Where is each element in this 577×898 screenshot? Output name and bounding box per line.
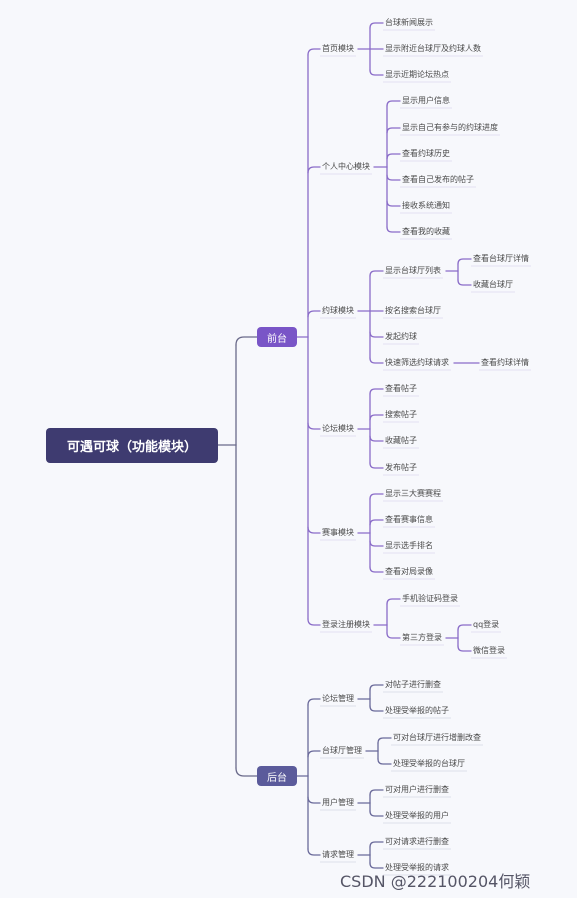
leaf-nearby-halls[interactable]: 显示附近台球厅及约球人数 <box>385 44 481 53</box>
leaf-event-info[interactable]: 查看赛事信息 <box>385 515 433 524</box>
leaf-sms-login[interactable]: 手机验证码登录 <box>402 594 458 603</box>
connector-24 <box>386 127 401 134</box>
connector-87 <box>369 810 384 817</box>
leaf-search-posts[interactable]: 搜索帖子 <box>385 410 417 419</box>
leaf-forum-hot[interactable]: 显示近期论坛热点 <box>385 70 449 79</box>
connector-39 <box>457 258 472 265</box>
front-node[interactable]: 前台 <box>257 327 297 347</box>
leaf-match-history[interactable]: 查看约球历史 <box>402 149 450 158</box>
connector-52 <box>369 493 384 500</box>
connector-34 <box>369 331 384 338</box>
leaf-replays[interactable]: 查看对局录像 <box>385 567 433 576</box>
leaf-reported-posts[interactable]: 处理受举报的帖子 <box>385 706 449 715</box>
leaf-my-posts[interactable]: 查看自己发布的帖子 <box>402 175 474 184</box>
connector-92 <box>369 862 384 869</box>
connector-46 <box>369 414 384 421</box>
connector-35 <box>369 357 384 364</box>
connector-77 <box>369 705 384 712</box>
connector-19 <box>369 69 384 76</box>
connector-82 <box>377 758 392 765</box>
connector-9 <box>307 166 321 174</box>
leaf-wechat-login[interactable]: 微信登录 <box>473 646 505 655</box>
connector-47 <box>369 435 384 442</box>
module-match[interactable]: 约球模块 <box>322 306 354 315</box>
leaf-user-info[interactable]: 显示用户信息 <box>402 96 450 105</box>
leaf-filter-requests[interactable]: 快速筛选约球请求 <box>385 358 449 367</box>
connector-91 <box>369 841 384 848</box>
connector-25 <box>386 153 401 160</box>
leaf-hall-crud[interactable]: 可对台球厅进行增删改查 <box>393 733 481 742</box>
connector-17 <box>369 22 384 29</box>
leaf-user-review[interactable]: 可对用户进行删查 <box>385 785 449 794</box>
leaf-reported-users[interactable]: 处理受举报的用户 <box>385 811 449 820</box>
connector-76 <box>369 684 384 691</box>
watermark: CSDN @222100204何颖 <box>340 872 531 891</box>
leaf-match-detail[interactable]: 查看约球详情 <box>481 358 529 367</box>
connector-69 <box>307 698 321 706</box>
connector-11 <box>307 422 321 430</box>
leaf-player-rank[interactable]: 显示选手排名 <box>385 541 433 550</box>
leaf-fav-hall[interactable]: 收藏台球厅 <box>473 280 513 289</box>
leaf-news[interactable]: 台球新闻展示 <box>385 18 433 27</box>
module-request-admin[interactable]: 请求管理 <box>322 850 354 859</box>
module-user-admin[interactable]: 用户管理 <box>322 798 354 807</box>
leaf-start-match[interactable]: 发起约球 <box>385 332 417 341</box>
leaf-reported-halls[interactable]: 处理受举报的台球厅 <box>393 759 465 768</box>
connector-48 <box>369 462 384 469</box>
module-profile[interactable]: 个人中心模块 <box>322 162 370 171</box>
leaf-third-party[interactable]: 第三方登录 <box>402 633 442 642</box>
connector-40 <box>457 279 472 286</box>
module-forum-admin[interactable]: 论坛管理 <box>322 694 354 703</box>
leaf-reported-requests[interactable]: 处理受举报的请求 <box>385 863 449 872</box>
leaf-view-posts[interactable]: 查看帖子 <box>385 384 417 393</box>
leaf-publish-post[interactable]: 发布帖子 <box>385 463 417 472</box>
leaf-match-progress[interactable]: 显示自己有参与的约球进度 <box>402 123 498 132</box>
connector-60 <box>386 632 401 639</box>
leaf-search-hall[interactable]: 按名搜索台球厅 <box>385 306 441 315</box>
leaf-hall-list[interactable]: 显示台球厅列表 <box>385 266 441 275</box>
connector-3 <box>235 336 258 346</box>
module-hall-admin[interactable]: 台球厅管理 <box>322 746 362 755</box>
leaf-request-review[interactable]: 可对请求进行删查 <box>385 837 449 846</box>
connector-32 <box>369 270 384 277</box>
leaf-schedule[interactable]: 显示三大赛赛程 <box>385 489 441 498</box>
connector-59 <box>386 598 401 605</box>
module-forum[interactable]: 论坛模块 <box>322 424 354 433</box>
connector-53 <box>369 519 384 526</box>
connector-4 <box>235 767 258 777</box>
connector-45 <box>369 388 384 395</box>
connector-12 <box>307 526 321 534</box>
connector-86 <box>369 789 384 796</box>
connector-65 <box>457 645 472 652</box>
connector-8 <box>307 48 321 56</box>
connector-13 <box>307 618 321 626</box>
module-login[interactable]: 登录注册模块 <box>322 620 370 629</box>
connector-81 <box>377 737 392 744</box>
leaf-favorites[interactable]: 查看我的收藏 <box>402 227 450 236</box>
connector-70 <box>307 750 321 758</box>
connector-64 <box>457 624 472 631</box>
connector-28 <box>386 226 401 233</box>
leaf-post-review[interactable]: 对帖子进行删查 <box>385 680 441 689</box>
module-home[interactable]: 首页模块 <box>322 44 354 53</box>
connector-72 <box>307 848 321 856</box>
back-node[interactable]: 后台 <box>257 766 297 786</box>
connector-54 <box>369 540 384 547</box>
leaf-fav-posts[interactable]: 收藏帖子 <box>385 436 417 445</box>
leaf-hall-detail[interactable]: 查看台球厅详情 <box>473 254 529 263</box>
connector-23 <box>386 100 401 107</box>
leaf-qq-login[interactable]: qq登录 <box>473 620 500 629</box>
connector-55 <box>369 566 384 573</box>
connector-10 <box>307 310 321 318</box>
leaf-notifications[interactable]: 接收系统通知 <box>402 201 450 210</box>
connector-27 <box>386 200 401 207</box>
connector-26 <box>386 174 401 181</box>
root-node[interactable]: 可遇可球（功能模块） <box>46 428 218 463</box>
module-events[interactable]: 赛事模块 <box>322 528 354 537</box>
connector-71 <box>307 796 321 804</box>
